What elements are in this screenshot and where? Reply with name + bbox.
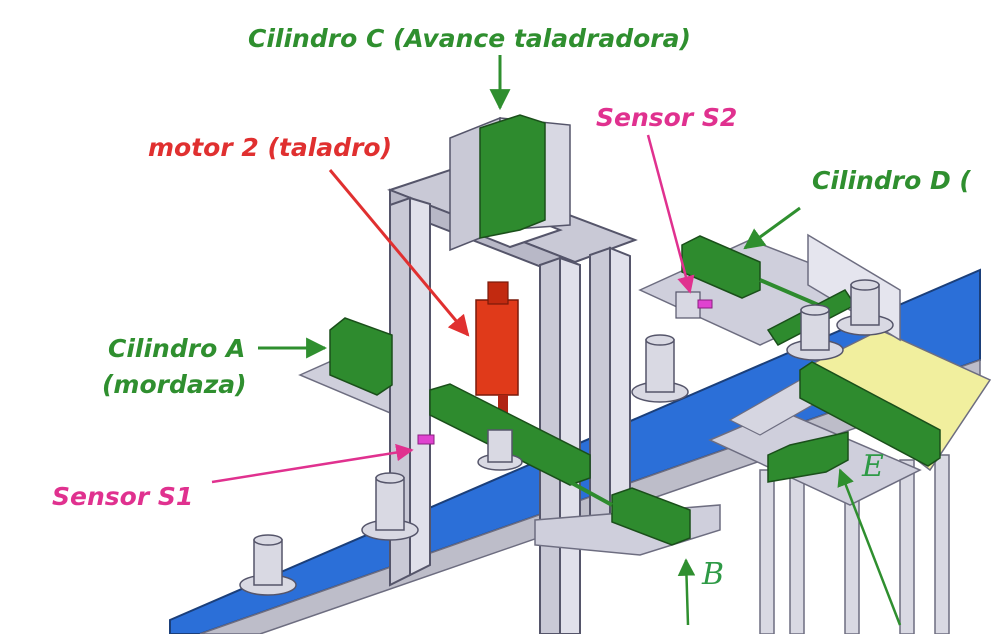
cylinder-a	[329, 317, 393, 396]
label-mark-e: E	[862, 449, 884, 484]
label-cylinder-d: Cilindro D (	[812, 166, 971, 195]
motor-2-drill	[475, 281, 519, 420]
label-sensor-s1: Sensor S1	[52, 482, 194, 511]
label-sensor-s2: Sensor S2	[596, 103, 738, 132]
right-station-legs	[759, 454, 950, 635]
label-arrows	[211, 55, 902, 626]
cylinder-c-block	[449, 114, 571, 252]
sensor-s2-block	[675, 291, 701, 319]
label-cylinder-c: Cilindro C (Avance taladradora)	[248, 24, 691, 53]
cylinder-b	[534, 480, 721, 556]
pusher-bar	[799, 361, 941, 467]
sensor-s1	[417, 434, 435, 445]
label-cylinder-a: Cilindro A	[108, 334, 246, 363]
label-mark-b: B	[702, 557, 725, 592]
sensor-s2	[697, 299, 713, 309]
workpieces	[239, 279, 894, 596]
label-motor-2: motor 2 (taladro)	[148, 133, 392, 162]
cylinder-e	[767, 431, 849, 483]
drill-frame	[387, 168, 638, 635]
label-cylinder-a-sub: (mordaza)	[102, 370, 247, 399]
